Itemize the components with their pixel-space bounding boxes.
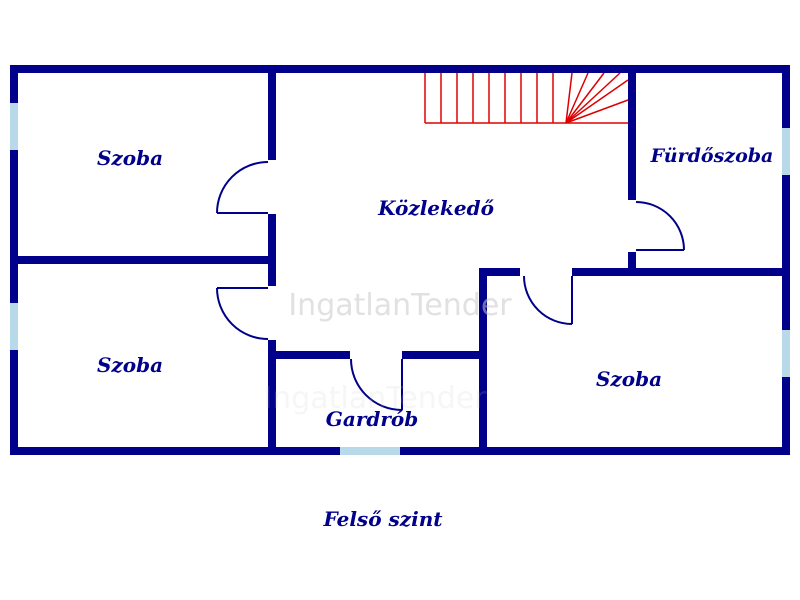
wall-left-vertical-upper (268, 65, 276, 160)
label-room-top-left: Szoba (97, 146, 163, 170)
interior-walls (10, 65, 790, 455)
window-left-top (10, 103, 18, 150)
window-right-top (782, 128, 790, 175)
label-room-bottom-right: Szoba (596, 367, 662, 391)
label-room-bottom-left: Szoba (97, 353, 163, 377)
label-wardrobe: Gardrób (326, 407, 418, 431)
stairs (424, 72, 629, 124)
wall-left-vertical-lower (268, 340, 276, 455)
wall-left-vertical-middle (268, 214, 276, 286)
label-bathroom: Fürdőszoba (650, 145, 774, 167)
windows (10, 103, 790, 455)
label-hallway: Közlekedő (377, 196, 495, 220)
door-arc-wardrobe (350, 358, 403, 411)
floor-title: Felső szint (323, 507, 444, 531)
door-arc-room-bottom-right (523, 275, 573, 325)
window-right-bottom (782, 330, 790, 377)
watermark-text: IngatlanTender (288, 288, 512, 323)
wall-outer-top (10, 65, 790, 73)
door-arc-bathroom (635, 201, 685, 251)
wall-bottom-right-top-right (572, 268, 790, 276)
window-bottom (340, 447, 400, 455)
window-left-bottom (10, 303, 18, 350)
wall-bathroom-left-lower (628, 252, 636, 276)
doors (216, 161, 685, 411)
door-arc-room-bottom-left (216, 287, 269, 340)
wall-bottom-right-top-left (479, 268, 520, 276)
wall-left-rooms-divider (10, 256, 276, 264)
wall-wardrobe-top-left (276, 351, 350, 359)
door-arc-room-top-left (216, 161, 269, 214)
wall-bottom-right-left (479, 268, 487, 455)
wall-wardrobe-top-right (402, 351, 479, 359)
watermark-text-faint: IngatlanTender (263, 381, 487, 416)
wall-outer-right (782, 65, 790, 455)
wall-bathroom-left-upper (628, 65, 636, 200)
